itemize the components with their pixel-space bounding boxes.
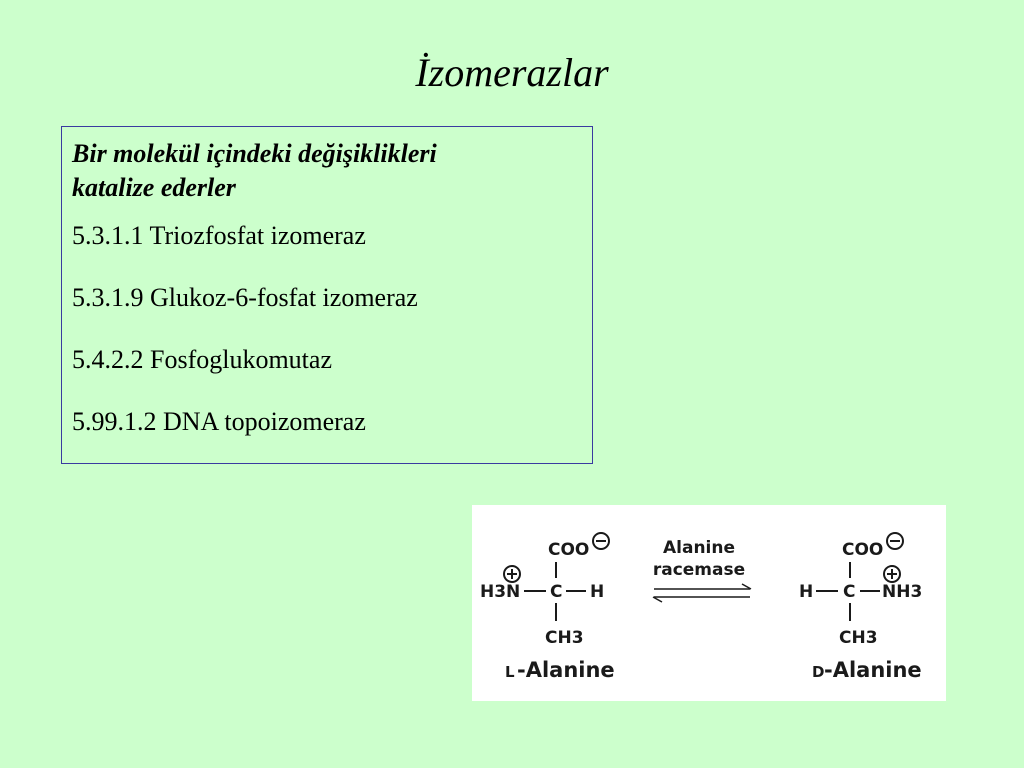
slide-title: İzomerazlar xyxy=(415,50,609,95)
plus-charge-icon xyxy=(883,565,901,583)
reaction-diagram: COO H3N C H CH3 L -Alanine Alanine xyxy=(480,532,922,682)
racemase-reaction: Alanine racemase xyxy=(652,538,752,603)
lead-line-1: Bir molekül içindeki değişiklikleri xyxy=(72,139,437,168)
equilibrium-arrows-icon xyxy=(652,583,752,603)
d-methyl-label: CH3 xyxy=(839,628,878,648)
list-item: 5.99.1.2 DNA topoizomeraz xyxy=(72,407,366,436)
lead-line-2: katalize ederler xyxy=(72,173,236,202)
enzyme-name-line-2: racemase xyxy=(653,560,745,580)
enzyme-list-box: Bir molekül içindeki değişiklikleri kata… xyxy=(61,126,593,464)
plus-charge-icon xyxy=(503,565,521,583)
minus-charge-icon xyxy=(592,532,610,550)
l-alanine-name: -Alanine xyxy=(517,658,615,682)
alanine-racemase-figure: COO H3N C H CH3 L -Alanine Alanine xyxy=(472,505,946,701)
l-alanine-structure: COO H3N C H CH3 L -Alanine xyxy=(480,532,615,682)
enzyme-name-line-1: Alanine xyxy=(663,538,735,558)
list-item: 5.4.2.2 Fosfoglukomutaz xyxy=(72,345,332,374)
d-alanine-structure: COO H C NH3 CH3 D -Alanine xyxy=(799,532,922,682)
list-item: 5.3.1.9 Glukoz-6-fosfat izomeraz xyxy=(72,283,418,312)
d-carboxylate-label: COO xyxy=(842,540,883,560)
d-alpha-carbon-label: C xyxy=(843,582,855,602)
l-amino-label: H3N xyxy=(480,582,520,602)
d-prefix-label: D xyxy=(812,663,824,681)
l-hydrogen-label: H xyxy=(590,582,604,602)
l-alpha-carbon-label: C xyxy=(550,582,562,602)
l-methyl-label: CH3 xyxy=(545,628,584,648)
l-prefix-label: L xyxy=(505,663,515,681)
d-hydrogen-label: H xyxy=(799,582,813,602)
minus-charge-icon xyxy=(886,532,904,550)
d-alanine-name: -Alanine xyxy=(824,658,922,682)
list-item: 5.3.1.1 Triozfosfat izomeraz xyxy=(72,221,366,250)
box-lead: Bir molekül içindeki değişiklikleri kata… xyxy=(72,137,592,205)
d-amino-label: NH3 xyxy=(882,582,922,602)
l-carboxylate-label: COO xyxy=(548,540,589,560)
